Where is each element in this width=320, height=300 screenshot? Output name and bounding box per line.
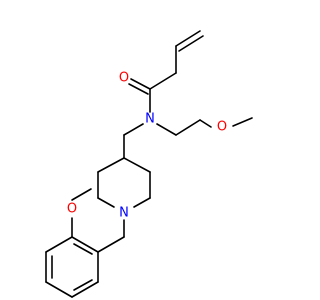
benzene-ring	[45, 236, 99, 298]
n-ch2-bond	[123, 123, 144, 136]
chain-bond-2	[149, 72, 177, 90]
aryl-ether-oxygen-label: O	[67, 202, 77, 217]
atom-labels: O N O N O	[67, 71, 227, 221]
vinyl-double-bond-b	[178, 35, 204, 52]
molecule-drawing: O N O N O	[45, 30, 253, 298]
carbonyl-bond-b	[128, 83, 149, 95]
structure-canvas: O N O N O	[45, 30, 253, 298]
n-ethyl-bond	[156, 123, 177, 136]
ring-bond-3	[133, 197, 151, 208]
amide-nitrogen-label: N	[145, 112, 155, 127]
aryl-bond-4	[45, 281, 73, 298]
ring-bond-6	[97, 157, 125, 173]
aryl-bond-5	[71, 281, 99, 298]
ring-bond-1	[123, 157, 151, 173]
benzyl-aryl-bond	[97, 236, 125, 253]
ring-bond-4	[97, 197, 115, 208]
carbonyl-bond-a	[130, 78, 151, 90]
ethyl-o-bond	[199, 119, 212, 128]
chain-ether-oxygen-label: O	[217, 120, 227, 135]
aryl-bond-2	[45, 236, 73, 253]
aryl-methoxy-group	[71, 188, 92, 238]
aryl-o-methyl-bond	[71, 188, 92, 201]
pentenoyl-chain	[128, 30, 204, 113]
aryl-inner-double-1	[73, 243, 93, 255]
vinyl-double-bond-a	[175, 30, 201, 47]
n-methylene-link	[123, 123, 144, 159]
benzyl-link	[97, 219, 125, 253]
aryl-inner-double-3	[73, 279, 93, 291]
piperidine-nitrogen-label: N	[119, 206, 129, 221]
o-methyl-bond	[232, 117, 253, 127]
ethyl-bond	[175, 119, 201, 136]
aryl-bond-1	[71, 236, 99, 253]
amide-oxygen-label: O	[119, 71, 129, 86]
piperidine-ring	[97, 157, 151, 208]
methoxyethyl-group	[156, 117, 253, 136]
